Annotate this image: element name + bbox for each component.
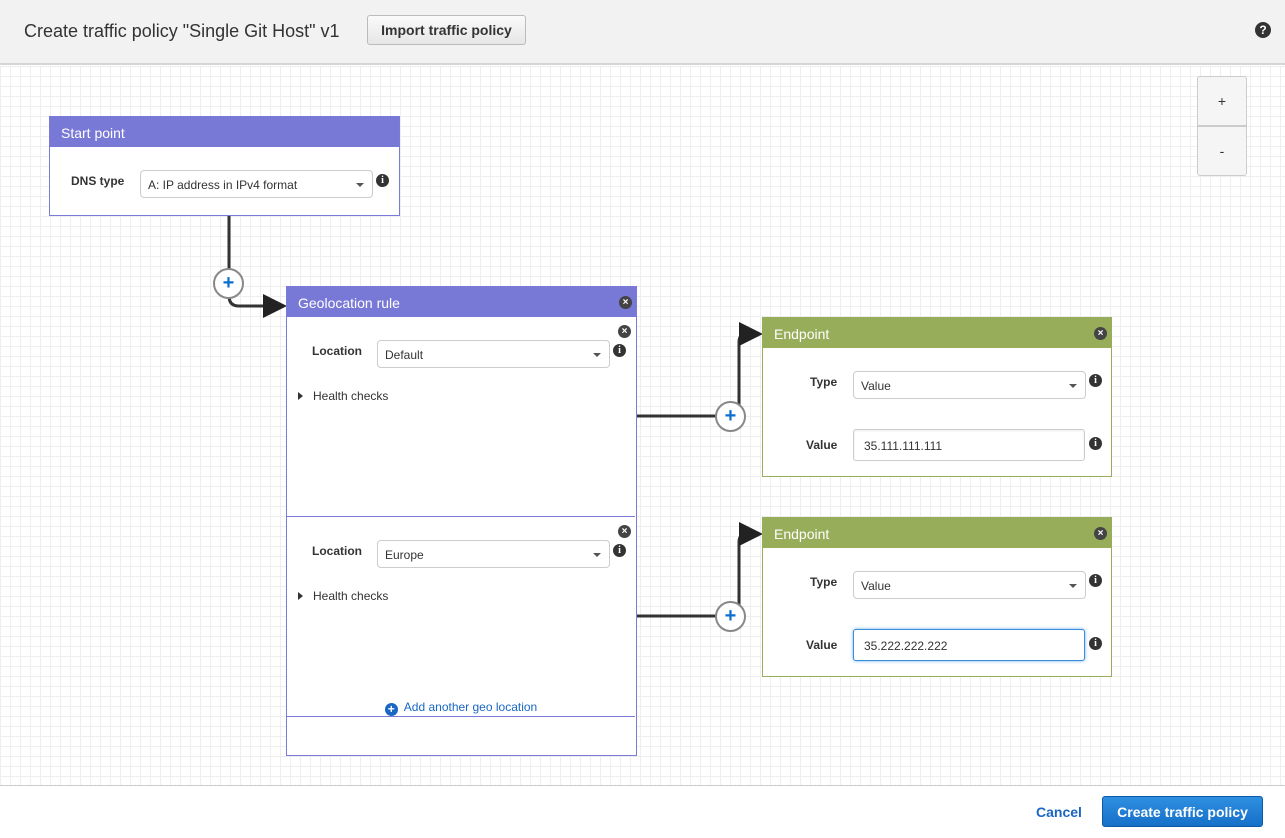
add-rule-button[interactable]: + — [213, 268, 244, 299]
help-icon[interactable]: ? — [1255, 22, 1271, 38]
endpoint-node: Endpoint× Type Value i Value 35.222.222.… — [762, 517, 1112, 677]
type-select[interactable]: Value — [853, 371, 1086, 399]
page-footer — [0, 785, 1285, 838]
add-geo-location-link[interactable]: +Add another geo location — [287, 687, 635, 726]
location-label: Location — [312, 544, 362, 558]
value-input[interactable]: 35.111.111.111 — [853, 429, 1085, 461]
connector-rule-to-endpoint-1 — [637, 322, 763, 418]
zoom-in-button[interactable]: + — [1197, 76, 1247, 126]
endpoint-title: Endpoint× — [763, 318, 1111, 348]
type-label: Type — [810, 375, 838, 389]
caret-right-icon — [298, 392, 303, 400]
health-checks-toggle[interactable]: Health checks — [298, 589, 388, 603]
chevron-down-icon — [356, 183, 364, 187]
zoom-out-button[interactable]: - — [1197, 126, 1247, 176]
health-checks-toggle[interactable]: Health checks — [298, 389, 388, 403]
chevron-down-icon — [1069, 384, 1077, 388]
add-endpoint-button[interactable]: + — [715, 401, 746, 432]
type-select[interactable]: Value — [853, 571, 1086, 599]
close-icon[interactable]: × — [619, 296, 632, 309]
geo-location-section: × Location Default i Health checks — [287, 317, 635, 517]
endpoint-node: Endpoint× Type Value i Value 35.111.111.… — [762, 317, 1112, 477]
geo-rule-title: Geolocation rule× — [287, 287, 636, 317]
info-icon[interactable]: i — [613, 344, 626, 357]
create-traffic-policy-button[interactable]: Create traffic policy — [1102, 796, 1263, 827]
chevron-down-icon — [1069, 584, 1077, 588]
info-icon[interactable]: i — [1089, 637, 1102, 650]
close-icon[interactable]: × — [618, 525, 631, 538]
info-icon[interactable]: i — [1089, 374, 1102, 387]
plus-circle-icon: + — [384, 703, 398, 716]
location-select[interactable]: Default — [377, 340, 610, 368]
endpoint-title: Endpoint× — [763, 518, 1111, 548]
page-header: Create traffic policy "Single Git Host" … — [0, 0, 1285, 65]
info-icon[interactable]: i — [613, 544, 626, 557]
start-point-node: Start point DNS type A: IP address in IP… — [49, 116, 400, 216]
value-input[interactable]: 35.222.222.222 — [853, 629, 1085, 661]
info-icon[interactable]: i — [376, 174, 389, 187]
info-icon[interactable]: i — [1089, 574, 1102, 587]
close-icon[interactable]: × — [618, 325, 631, 338]
cancel-button[interactable]: Cancel — [1036, 804, 1082, 820]
chevron-down-icon — [593, 553, 601, 557]
close-icon[interactable]: × — [1094, 327, 1107, 340]
close-icon[interactable]: × — [1094, 527, 1107, 540]
add-endpoint-button[interactable]: + — [715, 601, 746, 632]
dns-type-select[interactable]: A: IP address in IPv4 format — [140, 170, 373, 198]
start-point-title: Start point — [50, 117, 399, 147]
geo-location-section: × Location Europe i Health checks — [287, 517, 635, 717]
connector-rule-to-endpoint-2 — [637, 522, 763, 618]
location-select[interactable]: Europe — [377, 540, 610, 568]
page-title: Create traffic policy "Single Git Host" … — [24, 21, 340, 41]
info-icon[interactable]: i — [1089, 437, 1102, 450]
caret-right-icon — [298, 592, 303, 600]
value-label: Value — [806, 438, 838, 452]
import-traffic-policy-button[interactable]: Import traffic policy — [367, 15, 526, 45]
dns-type-label: DNS type — [71, 174, 125, 188]
location-label: Location — [312, 344, 362, 358]
value-label: Value — [806, 638, 838, 652]
type-label: Type — [810, 575, 838, 589]
geolocation-rule-node: Geolocation rule× × Location Default i H… — [286, 286, 637, 756]
chevron-down-icon — [593, 353, 601, 357]
